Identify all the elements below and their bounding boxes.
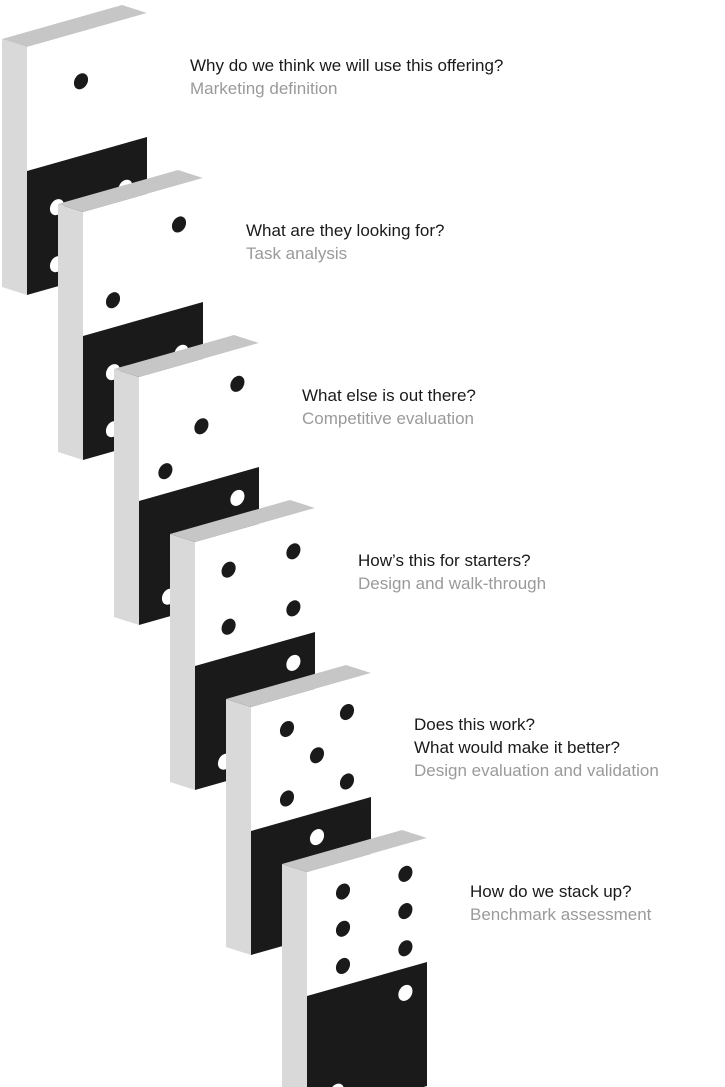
step-method: Competitive evaluation — [302, 407, 476, 430]
step-method: Design and walk-through — [358, 572, 546, 595]
step-question: What else is out there? — [302, 384, 476, 407]
step-question: What are they looking for? — [246, 219, 444, 242]
step-label-5: Does this work? What would make it bette… — [414, 713, 659, 782]
step-label-6: How do we stack up? Benchmark assessment — [470, 880, 651, 926]
step-label-4: How’s this for starters? Design and walk… — [358, 549, 546, 595]
step-method: Task analysis — [246, 242, 444, 265]
step-label-2: What are they looking for? Task analysis — [246, 219, 444, 265]
step-question: How do we stack up? — [470, 880, 651, 903]
domino-side — [282, 864, 307, 1087]
step-label-3: What else is out there? Competitive eval… — [302, 384, 476, 430]
domino-side — [2, 39, 27, 295]
domino-side — [170, 534, 195, 790]
domino-side — [114, 369, 139, 625]
step-method: Design evaluation and validation — [414, 759, 659, 782]
step-method: Benchmark assessment — [470, 903, 651, 926]
step-label-1: Why do we think we will use this offerin… — [190, 54, 503, 100]
step-question-continued: What would make it better? — [414, 736, 659, 759]
step-question: Why do we think we will use this offerin… — [190, 54, 503, 77]
domino-side — [226, 699, 251, 955]
step-question: Does this work? — [414, 713, 659, 736]
domino-6 — [282, 830, 427, 1087]
domino-side — [58, 204, 83, 460]
step-question: How’s this for starters? — [358, 549, 546, 572]
step-method: Marketing definition — [190, 77, 503, 100]
